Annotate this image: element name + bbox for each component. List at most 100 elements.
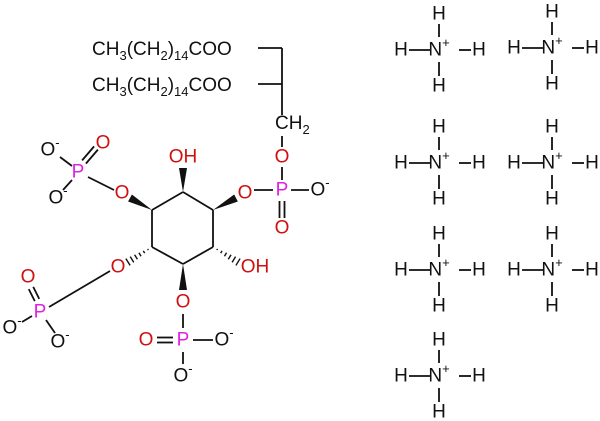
hydroxyl-group: OH <box>241 257 270 278</box>
hydrogen-atom: H <box>432 4 446 25</box>
oxide-anion: O- <box>310 175 329 201</box>
ring-bond <box>182 246 214 265</box>
hash-mark <box>227 254 232 260</box>
hash-mark <box>220 250 223 254</box>
hydrogen-atom: H <box>394 40 408 61</box>
wedge-bond <box>179 168 187 192</box>
ring-bond <box>151 191 184 211</box>
hashed-bond <box>125 248 149 266</box>
hydrogen-atom: H <box>545 2 559 23</box>
ch2-group: CH2 <box>275 113 310 137</box>
oxygen-atom: O <box>176 292 191 313</box>
hash-mark <box>133 254 139 260</box>
double-bond <box>32 286 41 300</box>
wedge-bond <box>179 264 187 290</box>
bond <box>45 319 56 334</box>
hydrogen-atom: H <box>585 260 599 281</box>
oxygen-atom: O <box>21 267 36 288</box>
hash-mark <box>147 248 149 251</box>
oxide-anion: O- <box>50 327 69 353</box>
palmitoyl-chain-2: CH3(CH2)14COO <box>92 75 232 99</box>
hydrogen-atom: H <box>432 189 446 210</box>
hydrogen-atom: H <box>432 402 446 421</box>
ammonium-ion: N+ H H H H <box>507 224 599 317</box>
phosphorus-atom: P <box>276 180 289 201</box>
hash-mark <box>223 252 228 257</box>
hydrogen-atom: H <box>507 153 521 174</box>
phosphorus-atom: P <box>72 162 85 183</box>
ammonium-ion: N+ H H H H <box>394 4 486 97</box>
hydroxyl-group: OH <box>169 147 198 168</box>
bond <box>87 176 115 191</box>
ring-bond <box>182 191 214 211</box>
hydrogen-atom: H <box>432 76 446 97</box>
ammonium-ion: N+ H H H H <box>394 330 486 421</box>
hydrogen-atom: H <box>394 260 408 281</box>
ammonium-ion: N+ H H H H <box>394 224 486 317</box>
hydrogen-atom: H <box>585 153 599 174</box>
ammonium-ion: N+ H H H H <box>507 117 599 210</box>
double-bond <box>81 145 95 161</box>
hydrogen-atom: H <box>507 38 521 59</box>
bond <box>62 179 73 191</box>
hashed-bond <box>216 248 241 266</box>
bond <box>48 270 111 308</box>
hydrogen-atom: H <box>394 153 408 174</box>
phosphorus-atom: P <box>177 330 190 351</box>
hydrogen-atom: H <box>394 366 408 387</box>
nitrogen-atom: N+ <box>541 148 562 174</box>
oxygen-atom: O <box>115 183 130 204</box>
hydrogen-atom: H <box>432 296 446 317</box>
oxygen-atom: O <box>96 133 111 154</box>
double-bond <box>27 288 36 302</box>
hydrogen-atom: H <box>545 189 559 210</box>
hydrogen-atom: H <box>472 260 486 281</box>
bond <box>59 156 73 167</box>
nitrogen-atom: N+ <box>541 255 562 281</box>
hydrogen-atom: H <box>472 40 486 61</box>
hydrogen-atom: H <box>545 224 559 245</box>
hydrogen-atom: H <box>472 366 486 387</box>
hydrogen-atom: H <box>432 330 446 351</box>
hydrogen-atom: H <box>472 153 486 174</box>
oxygen-atom: O <box>111 257 126 278</box>
hydrogen-atom: H <box>545 296 559 317</box>
oxygen-atom: O <box>275 218 290 239</box>
nitrogen-atom: N+ <box>428 255 449 281</box>
oxide-anion: O- <box>2 313 21 339</box>
hash-mark <box>216 248 219 251</box>
hydrogen-atom: H <box>507 260 521 281</box>
oxygen-atom: O <box>139 330 154 351</box>
nitrogen-atom: N+ <box>428 35 449 61</box>
hash-mark <box>231 256 237 263</box>
hash-mark <box>125 258 131 266</box>
oxygen-atom: O <box>238 183 253 204</box>
hash-mark <box>129 256 135 263</box>
hash-mark <box>142 250 146 254</box>
oxygen-atom: O <box>275 147 290 168</box>
phosphorus-atom: P <box>34 302 47 323</box>
nitrogen-atom: N+ <box>541 33 562 59</box>
bonds <box>21 47 309 364</box>
oxide-anion: O- <box>40 135 59 161</box>
nitrogen-atom: N+ <box>428 148 449 174</box>
oxide-anion: O- <box>173 361 192 387</box>
double-bond <box>85 149 99 165</box>
bond <box>21 315 33 323</box>
oxide-anion: O- <box>214 325 233 351</box>
hash-mark <box>138 252 142 257</box>
hydrogen-atom: H <box>432 224 446 245</box>
palmitoyl-chain-1: CH3(CH2)14COO <box>92 39 232 63</box>
nitrogen-atom: N+ <box>428 361 449 387</box>
ammonium-ion: N+ H H H H <box>394 117 486 210</box>
oxide-anion: O- <box>48 183 67 209</box>
hydrogen-atom: H <box>545 74 559 95</box>
hydrogen-atom: H <box>432 117 446 138</box>
hydrogen-atom: H <box>545 117 559 138</box>
wedge-bond <box>213 194 238 210</box>
